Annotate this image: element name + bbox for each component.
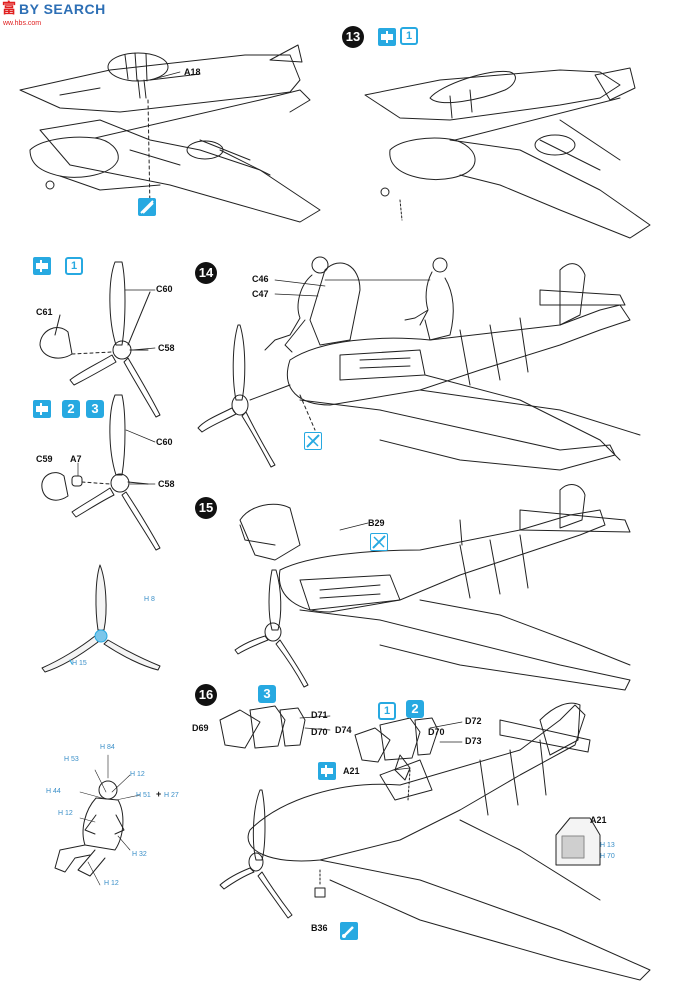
color-h51: H 51 bbox=[136, 792, 151, 799]
left-wing-icon bbox=[33, 400, 51, 418]
color-h12: H 12 bbox=[104, 880, 119, 887]
part-d71: D71 bbox=[311, 710, 328, 720]
step-16-number: 16 bbox=[195, 684, 217, 706]
part-b29: B29 bbox=[368, 518, 385, 528]
part-a18: A18 bbox=[184, 67, 201, 77]
color-h84: H 84 bbox=[100, 744, 115, 751]
color-h27: H 27 bbox=[164, 792, 179, 799]
part-c60: C60 bbox=[156, 437, 173, 447]
badge-step16-1: 1 bbox=[378, 702, 396, 720]
propeller-assembly-b bbox=[41, 394, 161, 551]
part-c60: C60 bbox=[156, 284, 173, 294]
no-cement-icon bbox=[370, 533, 388, 551]
step-15-number: 15 bbox=[195, 497, 217, 519]
badge-step16-2: 2 bbox=[406, 700, 424, 718]
part-d70: D70 bbox=[428, 727, 445, 737]
part-d73: D73 bbox=[465, 736, 482, 746]
left-wing-icon bbox=[378, 28, 396, 46]
part-a21: A21 bbox=[343, 766, 360, 776]
badge-prop-b3: 3 bbox=[86, 400, 104, 418]
color-h12: H 12 bbox=[58, 810, 73, 817]
cement-icon bbox=[138, 198, 156, 216]
part-d74: D74 bbox=[335, 725, 352, 735]
left-wing-icon bbox=[318, 762, 336, 780]
badge-step16-3: 3 bbox=[258, 685, 276, 703]
part-a21: A21 bbox=[590, 815, 607, 825]
part-d69: D69 bbox=[192, 723, 209, 733]
step14-aircraft bbox=[197, 256, 641, 471]
step16-canopy-parts bbox=[219, 705, 439, 781]
color-h8: H 8 bbox=[144, 596, 155, 603]
part-c59: C59 bbox=[36, 454, 53, 464]
propeller-painted bbox=[41, 564, 161, 673]
step13-aircraft-left bbox=[19, 44, 321, 223]
propeller-assembly-a bbox=[39, 261, 161, 418]
step15-aircraft bbox=[234, 484, 631, 691]
watermark: 富 BY SEARCH bbox=[2, 2, 106, 17]
badge-step13: 1 bbox=[400, 27, 418, 45]
part-d72: D72 bbox=[465, 716, 482, 726]
badge-prop-a: 1 bbox=[65, 257, 83, 275]
left-wing-icon bbox=[33, 257, 51, 275]
leader-lines bbox=[77, 71, 463, 771]
badge-prop-b2: 2 bbox=[62, 400, 80, 418]
watermark-url: ww.hbs.com bbox=[3, 20, 42, 27]
part-c58: C58 bbox=[158, 343, 175, 353]
part-a7: A7 bbox=[70, 454, 82, 464]
part-c58: C58 bbox=[158, 479, 175, 489]
pilot-figure bbox=[54, 754, 141, 886]
step16-aircraft bbox=[219, 702, 651, 981]
plus-sign: + bbox=[156, 789, 162, 799]
color-h53: H 53 bbox=[64, 756, 79, 763]
part-d70: D70 bbox=[311, 727, 328, 737]
step-13-number: 13 bbox=[342, 26, 364, 48]
part-c61: C61 bbox=[36, 307, 53, 317]
color-h32: H 32 bbox=[132, 851, 147, 858]
no-cement-icon bbox=[304, 432, 322, 450]
part-c47: C47 bbox=[252, 289, 269, 299]
watermark-title: BY SEARCH bbox=[19, 1, 106, 17]
color-h12: H 12 bbox=[130, 771, 145, 778]
color-h15: H 15 bbox=[72, 660, 87, 667]
step13-aircraft-right bbox=[364, 67, 651, 239]
brush-icon bbox=[340, 922, 358, 940]
color-h44: H 44 bbox=[46, 788, 61, 795]
color-h70: H 70 bbox=[600, 853, 615, 860]
color-h13: H 13 bbox=[600, 842, 615, 849]
part-c46: C46 bbox=[252, 274, 269, 284]
watermark-logo: 富 bbox=[2, 1, 17, 17]
part-b36: B36 bbox=[311, 923, 328, 933]
step-14-number: 14 bbox=[195, 262, 217, 284]
